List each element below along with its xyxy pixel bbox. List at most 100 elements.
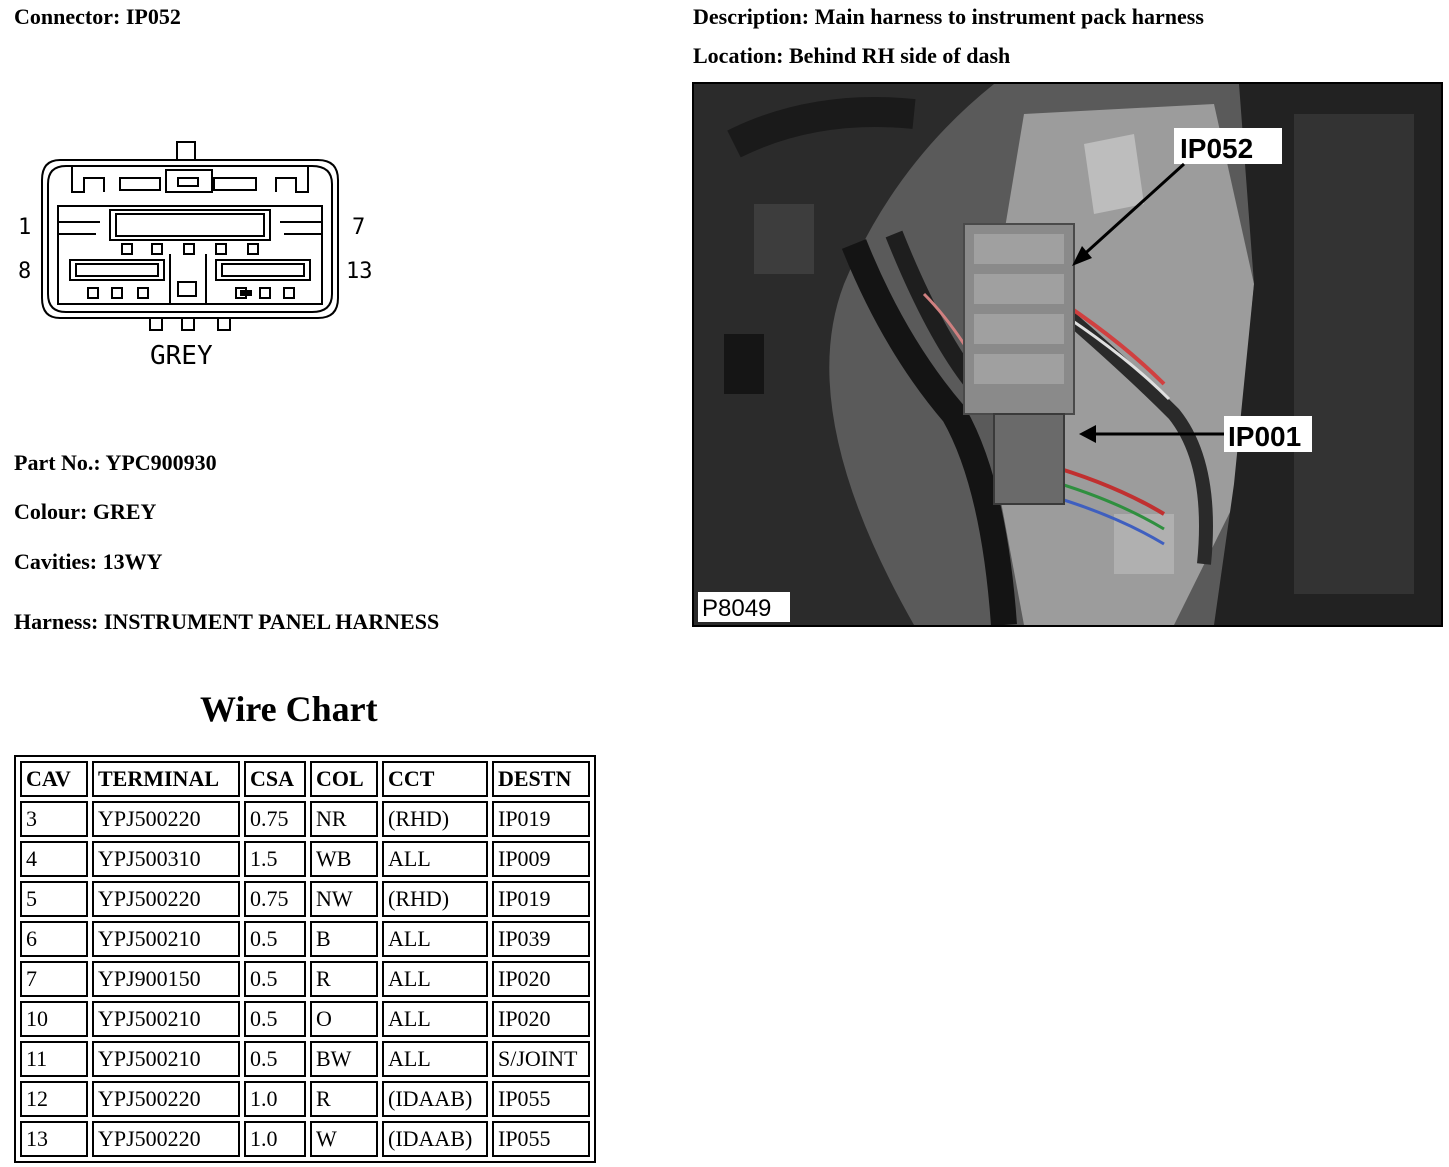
cell-cct: (IDAAB) [382, 1121, 488, 1157]
connector-face-diagram: 1 7 8 13 GREY [18, 141, 373, 371]
description-field: Description: Main harness to instrument … [693, 4, 1204, 30]
cell-destn: IP019 [492, 801, 590, 837]
table-row: 12 YPJ500220 1.0 R (IDAAB) IP055 [20, 1081, 590, 1117]
cell-destn: IP039 [492, 921, 590, 957]
cell-terminal: YPJ500220 [92, 881, 240, 917]
cell-cct: (RHD) [382, 801, 488, 837]
header-cav: CAV [20, 761, 88, 797]
cell-terminal: YPJ500310 [92, 841, 240, 877]
colour-label: Colour: [14, 499, 88, 524]
location-photo: IP052 IP001 P8049 [692, 82, 1443, 627]
pin-number-1: 1 [18, 215, 31, 240]
cell-csa: 1.0 [244, 1081, 306, 1117]
cell-destn: IP020 [492, 1001, 590, 1037]
header-cct: CCT [382, 761, 488, 797]
wire-chart-title: Wire Chart [200, 689, 378, 729]
table-row: 6 YPJ500210 0.5 B ALL IP039 [20, 921, 590, 957]
location-value: Behind RH side of dash [788, 43, 1011, 68]
cell-cav: 6 [20, 921, 88, 957]
description-label: Description: [693, 4, 810, 29]
cell-cav: 10 [20, 1001, 88, 1037]
cell-cct: ALL [382, 961, 488, 997]
cell-csa: 0.5 [244, 961, 306, 997]
cell-terminal: YPJ500220 [92, 1121, 240, 1157]
cell-cct: ALL [382, 841, 488, 877]
cell-terminal: YPJ500220 [92, 1081, 240, 1117]
cell-col: BW [310, 1041, 378, 1077]
description-value: Main harness to instrument pack harness [814, 4, 1204, 29]
cell-cct: ALL [382, 1041, 488, 1077]
connector-label: Connector: [14, 4, 121, 29]
cell-cav: 12 [20, 1081, 88, 1117]
location-field: Location: Behind RH side of dash [693, 43, 1010, 69]
cavities-label: Cavities: [14, 549, 98, 574]
part-no-value: YPC900930 [105, 450, 217, 475]
cell-destn: S/JOINT [492, 1041, 590, 1077]
wire-chart-table: CAV TERMINAL CSA COL CCT DESTN 3 YPJ5002… [14, 755, 596, 1163]
cell-cav: 13 [20, 1121, 88, 1157]
cell-col: O [310, 1001, 378, 1037]
cell-cct: ALL [382, 921, 488, 957]
cell-destn: IP019 [492, 881, 590, 917]
cell-csa: 0.5 [244, 921, 306, 957]
connector-colour-label: GREY [150, 341, 213, 371]
header-destn: DESTN [492, 761, 590, 797]
cell-terminal: YPJ500220 [92, 801, 240, 837]
cell-destn: IP020 [492, 961, 590, 997]
cavities-value: 13WY [102, 549, 163, 574]
cell-terminal: YPJ500210 [92, 1041, 240, 1077]
cell-cav: 4 [20, 841, 88, 877]
callout-label-ip052: IP052 [1180, 133, 1253, 164]
cell-csa: 1.0 [244, 1121, 306, 1157]
table-row: 3 YPJ500220 0.75 NR (RHD) IP019 [20, 801, 590, 837]
cell-csa: 0.75 [244, 801, 306, 837]
cell-terminal: YPJ500210 [92, 921, 240, 957]
cell-terminal: YPJ500210 [92, 1001, 240, 1037]
cell-col: WB [310, 841, 378, 877]
cell-destn: IP009 [492, 841, 590, 877]
table-row: 7 YPJ900150 0.5 R ALL IP020 [20, 961, 590, 997]
connector-value: IP052 [125, 4, 181, 29]
cell-cct: (RHD) [382, 881, 488, 917]
harness-label: Harness: [14, 609, 99, 634]
cell-cav: 11 [20, 1041, 88, 1077]
cell-destn: IP055 [492, 1081, 590, 1117]
colour-field: Colour: GREY [14, 499, 156, 525]
cell-col: W [310, 1121, 378, 1157]
cell-cct: ALL [382, 1001, 488, 1037]
cell-col: NR [310, 801, 378, 837]
wire-chart-header-row: CAV TERMINAL CSA COL CCT DESTN [20, 761, 590, 797]
cell-cav: 3 [20, 801, 88, 837]
cell-col: R [310, 961, 378, 997]
cell-destn: IP055 [492, 1121, 590, 1157]
pin-number-8: 8 [18, 259, 31, 284]
cell-col: B [310, 921, 378, 957]
part-no-label: Part No.: [14, 450, 101, 475]
harness-value: INSTRUMENT PANEL HARNESS [103, 609, 440, 634]
cell-col: NW [310, 881, 378, 917]
cavities-field: Cavities: 13WY [14, 549, 162, 575]
table-row: 13 YPJ500220 1.0 W (IDAAB) IP055 [20, 1121, 590, 1157]
cell-col: R [310, 1081, 378, 1117]
pin-number-13: 13 [346, 259, 373, 284]
table-row: 5 YPJ500220 0.75 NW (RHD) IP019 [20, 881, 590, 917]
header-col: COL [310, 761, 378, 797]
location-label: Location: [693, 43, 784, 68]
photo-reference: P8049 [702, 595, 771, 622]
connector-field: Connector: IP052 [14, 4, 181, 30]
cell-csa: 0.75 [244, 881, 306, 917]
cell-csa: 1.5 [244, 841, 306, 877]
table-row: 4 YPJ500310 1.5 WB ALL IP009 [20, 841, 590, 877]
cell-cav: 7 [20, 961, 88, 997]
pin-number-7: 7 [352, 215, 365, 240]
table-row: 10 YPJ500210 0.5 O ALL IP020 [20, 1001, 590, 1037]
part-no-field: Part No.: YPC900930 [14, 450, 217, 476]
callout-label-ip001: IP001 [1228, 421, 1301, 452]
cell-terminal: YPJ900150 [92, 961, 240, 997]
cell-cav: 5 [20, 881, 88, 917]
header-csa: CSA [244, 761, 306, 797]
cell-cct: (IDAAB) [382, 1081, 488, 1117]
table-row: 11 YPJ500210 0.5 BW ALL S/JOINT [20, 1041, 590, 1077]
cell-csa: 0.5 [244, 1041, 306, 1077]
harness-field: Harness: INSTRUMENT PANEL HARNESS [14, 609, 439, 635]
